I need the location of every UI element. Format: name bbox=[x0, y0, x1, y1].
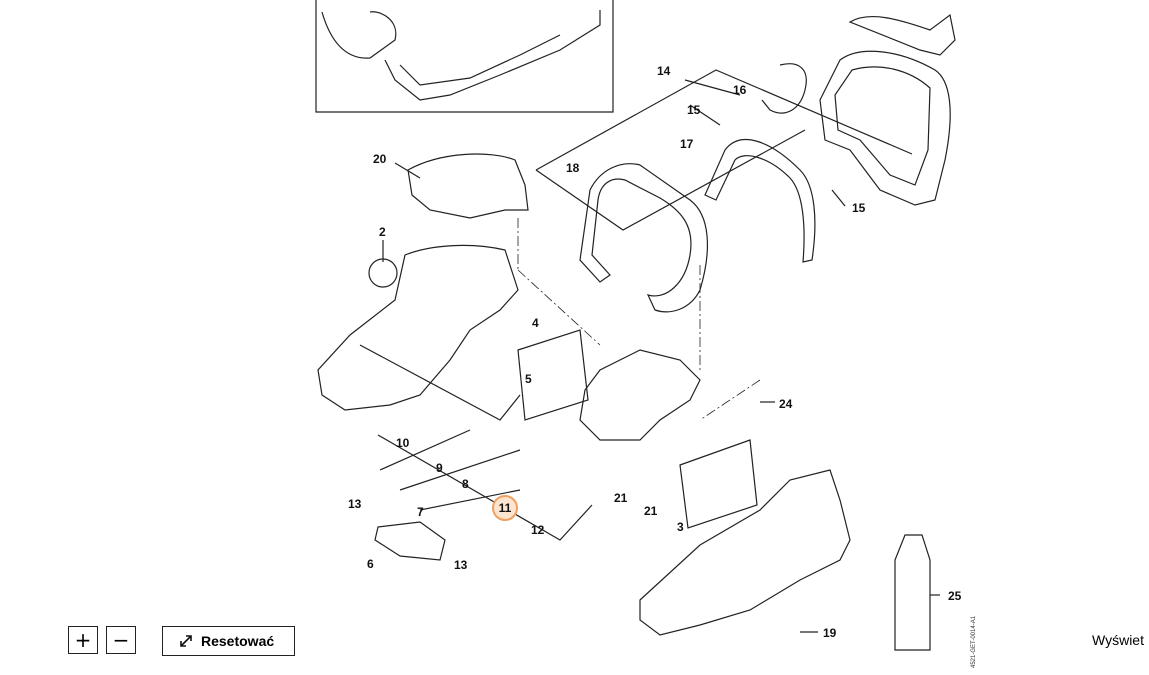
callout-3[interactable]: 3 bbox=[677, 520, 684, 534]
callout-13-lower[interactable]: 13 bbox=[454, 558, 468, 572]
reset-view-button[interactable]: Resetować bbox=[162, 626, 295, 656]
grease-tube-part bbox=[894, 534, 931, 651]
svg-text:4521-GET-0014-A1: 4521-GET-0014-A1 bbox=[971, 615, 977, 668]
callout-15-right[interactable]: 15 bbox=[852, 201, 866, 215]
handle-frame-part bbox=[819, 13, 956, 206]
housing-part bbox=[317, 244, 519, 411]
callout-11-selected[interactable]: 11 bbox=[492, 495, 518, 521]
zoom-in-button[interactable]: + bbox=[68, 626, 98, 654]
svg-text:11: 11 bbox=[499, 501, 512, 515]
rail-part bbox=[704, 139, 816, 263]
callout-18[interactable]: 18 bbox=[566, 161, 580, 175]
callout-9[interactable]: 9 bbox=[436, 461, 443, 475]
lower-housing-part bbox=[639, 469, 851, 636]
callout-5[interactable]: 5 bbox=[525, 372, 532, 386]
cable-part bbox=[761, 63, 807, 114]
reset-view-label: Resetować bbox=[201, 633, 275, 649]
cover-part bbox=[407, 153, 529, 219]
callout-21-right[interactable]: 21 bbox=[644, 504, 658, 518]
callout-15[interactable]: 15 bbox=[687, 103, 701, 117]
callout-2[interactable]: 2 bbox=[379, 225, 386, 239]
zoom-out-button[interactable]: − bbox=[106, 626, 136, 654]
inset-detail-box bbox=[315, 0, 614, 113]
view-link[interactable]: Wyświet bbox=[1092, 632, 1144, 648]
front-handle-part bbox=[579, 163, 708, 313]
callout-20[interactable]: 20 bbox=[373, 152, 387, 166]
callout-14[interactable]: 14 bbox=[657, 64, 671, 78]
bracket-part bbox=[374, 521, 446, 561]
callout-12[interactable]: 12 bbox=[531, 523, 545, 537]
callout-25[interactable]: 25 bbox=[948, 589, 962, 603]
callout-10[interactable]: 10 bbox=[396, 436, 410, 450]
gearbox-part bbox=[579, 349, 701, 441]
plate-part bbox=[368, 258, 398, 288]
callout-4[interactable]: 4 bbox=[532, 316, 539, 330]
expand-arrows-icon bbox=[180, 635, 192, 647]
callout-16[interactable]: 16 bbox=[733, 83, 747, 97]
callout-19[interactable]: 19 bbox=[823, 626, 837, 640]
callout-6[interactable]: 6 bbox=[367, 557, 374, 571]
callout-17[interactable]: 17 bbox=[680, 137, 694, 151]
callout-24[interactable]: 24 bbox=[779, 397, 793, 411]
callout-7[interactable]: 7 bbox=[417, 505, 424, 519]
callout-21[interactable]: 21 bbox=[614, 491, 628, 505]
callout-13[interactable]: 13 bbox=[348, 497, 362, 511]
document-code: 4521-GET-0014-A1 bbox=[966, 610, 978, 670]
callout-8[interactable]: 8 bbox=[462, 477, 469, 491]
